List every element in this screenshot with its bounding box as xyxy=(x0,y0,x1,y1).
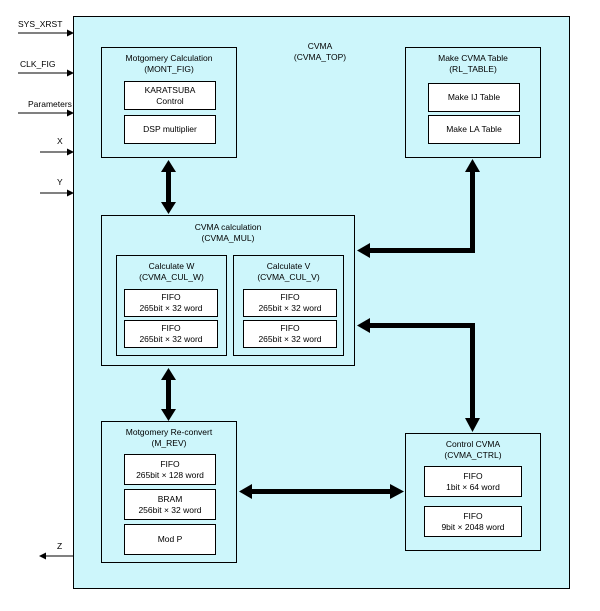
bus-arrows xyxy=(161,159,480,499)
calculate-w-fifo-2: FIFO 265bit × 32 word xyxy=(124,320,218,348)
calculate-v-subtitle: (CVMA_CUL_V) xyxy=(257,272,320,282)
signal-label-parameters: Parameters xyxy=(28,99,72,109)
input-signal-wires xyxy=(18,29,74,560)
rl-table-block: Make CVMA Table (RL_TABLE) Make IJ Table… xyxy=(405,47,541,158)
make-ij-table-label: Make IJ Table xyxy=(447,92,501,102)
cvma-ctrl-fifo-2-size: 9bit × 2048 word xyxy=(441,521,505,532)
mod-p-label: Mod P xyxy=(157,534,183,544)
signal-label-z: Z xyxy=(57,541,63,551)
karatsuba-line-2: Control xyxy=(156,95,184,106)
cvma-ctrl-subtitle: (CVMA_CTRL) xyxy=(444,450,502,460)
cvma-mul-block: CVMA calculation (CVMA_MUL) Calculate W … xyxy=(101,215,355,366)
cvma-ctrl-block: Control CVMA (CVMA_CTRL) FIFO 1bit × 64 … xyxy=(405,433,541,551)
make-la-table-label: Make LA Table xyxy=(446,124,502,134)
make-ij-table-box: Make IJ Table xyxy=(428,83,520,112)
calculate-w-fifo-1-size: 265bit × 32 word xyxy=(139,303,203,313)
calculate-v-fifo-2: FIFO 265bit × 32 word xyxy=(243,320,337,348)
calculate-v-fifo-2-size: 265bit × 32 word xyxy=(258,334,322,344)
m-rev-fifo-name: FIFO xyxy=(160,458,180,469)
rl-table-title: Make CVMA Table xyxy=(438,53,508,63)
dsp-multiplier-label: DSP multiplier xyxy=(143,124,197,134)
mont-fig-title: Motgomery Calculation xyxy=(125,53,213,63)
signal-label-x: X xyxy=(57,136,63,146)
cvma-ctrl-fifo-2: FIFO 9bit × 2048 word xyxy=(424,506,522,537)
cvma-ctrl-title: Control CVMA xyxy=(445,439,501,449)
cvma-ctrl-fifo-1: FIFO 1bit × 64 word xyxy=(424,466,522,497)
calculate-w-title: Calculate W xyxy=(148,261,195,271)
mod-p-box: Mod P xyxy=(124,524,216,555)
cvma-top-title: CVMA xyxy=(307,41,333,51)
calculate-w-fifo-1-name: FIFO xyxy=(161,292,181,302)
m-rev-title: Motgomery Re-convert xyxy=(125,427,213,437)
karatsuba-line-1: KARATSUBA xyxy=(144,84,196,95)
cvma-ctrl-fifo-1-size: 1bit × 64 word xyxy=(446,481,500,492)
m-rev-block: Motgomery Re-convert (M_REV) FIFO 265bit… xyxy=(101,421,237,563)
signal-label-clk-fig: CLK_FIG xyxy=(20,59,56,69)
mul-rev-bus-arrow xyxy=(161,368,176,421)
calculate-w-subtitle: (CVMA_CUL_W) xyxy=(139,272,204,282)
mont-fig-subtitle: (MONT_FIG) xyxy=(144,64,194,74)
cvma-ctrl-fifo-1-name: FIFO xyxy=(463,470,483,481)
m-rev-fifo-size: 265bit × 128 word xyxy=(136,469,204,480)
make-la-table-box: Make LA Table xyxy=(428,115,520,144)
calculate-w-fifo-1: FIFO 265bit × 32 word xyxy=(124,289,218,317)
m-rev-fifo-box: FIFO 265bit × 128 word xyxy=(124,454,216,485)
dsp-multiplier-box: DSP multiplier xyxy=(124,115,216,144)
calculate-w-block: Calculate W (CVMA_CUL_W) FIFO 265bit × 3… xyxy=(116,255,227,356)
rl-table-subtitle: (RL_TABLE) xyxy=(449,64,497,74)
mont-mul-bus-arrow xyxy=(161,160,176,214)
m-rev-subtitle: (M_REV) xyxy=(151,438,187,448)
signal-label-y: Y xyxy=(57,177,63,187)
calculate-w-fifo-2-size: 265bit × 32 word xyxy=(139,334,203,344)
cvma-mul-subtitle: (CVMA_MUL) xyxy=(201,233,255,243)
calculate-v-block: Calculate V (CVMA_CUL_V) FIFO 265bit × 3… xyxy=(233,255,344,356)
cvma-mul-title: CVMA calculation xyxy=(194,222,262,232)
rev-ctrl-bus-arrow xyxy=(239,484,404,499)
mul-table-bus-arrow xyxy=(357,159,480,258)
cvma-ctrl-fifo-2-name: FIFO xyxy=(463,510,483,521)
signal-label-sys-xrst: SYS_XRST xyxy=(18,19,63,29)
calculate-w-fifo-2-name: FIFO xyxy=(161,323,181,333)
m-rev-bram-name: BRAM xyxy=(157,493,183,504)
calculate-v-fifo-1-name: FIFO xyxy=(280,292,300,302)
m-rev-bram-size: 256bit × 32 word xyxy=(138,504,202,515)
calculate-v-fifo-2-name: FIFO xyxy=(280,323,300,333)
karatsuba-control-box: KARATSUBA Control xyxy=(124,81,216,110)
calculate-v-fifo-1: FIFO 265bit × 32 word xyxy=(243,289,337,317)
m-rev-bram-box: BRAM 256bit × 32 word xyxy=(124,489,216,520)
calculate-v-fifo-1-size: 265bit × 32 word xyxy=(258,303,322,313)
mul-ctrl-bus-arrow xyxy=(357,318,480,432)
mont-fig-block: Motgomery Calculation (MONT_FIG) KARATSU… xyxy=(101,47,237,158)
calculate-v-title: Calculate V xyxy=(266,261,311,271)
cvma-top-subtitle: (CVMA_TOP) xyxy=(293,52,347,62)
